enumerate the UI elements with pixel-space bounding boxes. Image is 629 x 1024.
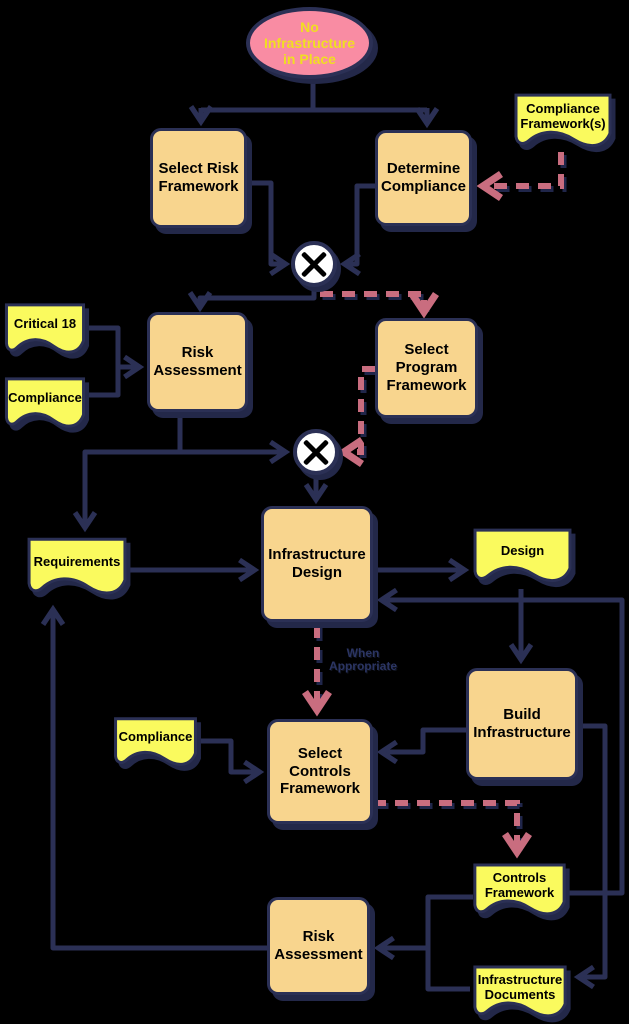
process-infrastructure-design: Infrastructure Design [261, 506, 373, 622]
xor-gateway-2 [293, 429, 339, 475]
document-label: Compliance [118, 729, 193, 745]
process-label: Select Controls Framework [279, 744, 361, 798]
document-shape [472, 862, 567, 922]
document-shape [472, 964, 568, 1024]
document-design: Design [472, 527, 573, 589]
document-requirements: Requirements [26, 536, 128, 602]
process-label: Build Infrastructure [473, 706, 571, 741]
process-label: Select Program Framework [386, 341, 467, 394]
document-shape [472, 527, 573, 589]
document-shape [26, 536, 128, 602]
document-compliance-controls: Compliance [113, 716, 198, 772]
xor-gateway-1 [291, 241, 337, 287]
process-determine-compliance: Determine Compliance [375, 130, 472, 226]
document-shape [4, 376, 86, 434]
document-label: Compliance [8, 390, 82, 406]
document-label: Design [500, 543, 545, 559]
process-label: Risk Assessment [153, 344, 242, 379]
document-shape [513, 92, 613, 154]
process-risk-assessment-2: Risk Assessment [267, 897, 370, 995]
document-shape [4, 302, 86, 360]
document-compliance-risk: Compliance [4, 376, 86, 434]
document-compliance-frameworks: Compliance Framework(s) [513, 92, 613, 154]
start-node-label: No Infrastructure in Place [263, 18, 356, 68]
document-critical-18: Critical 18 [4, 302, 86, 360]
document-shape [113, 716, 198, 772]
process-label: Determine Compliance [381, 160, 467, 195]
process-select-program-framework: Select Program Framework [375, 318, 478, 418]
document-label: Requirements [33, 554, 121, 570]
process-select-controls-framework: Select Controls Framework [267, 719, 373, 824]
process-select-risk-framework: Select Risk Framework [150, 128, 247, 228]
start-node: No Infrastructure in Place [246, 7, 373, 79]
process-build-infrastructure: Build Infrastructure [466, 668, 578, 780]
when-appropriate-annotation: When Appropriate [328, 646, 397, 674]
document-label: Infrastructure Documents [477, 971, 563, 1002]
process-risk-assessment-1: Risk Assessment [147, 312, 248, 412]
process-label: Risk Assessment [274, 928, 363, 963]
process-label: Select Risk Framework [158, 160, 239, 195]
document-label: Controls Framework [484, 869, 555, 900]
document-label: Critical 18 [13, 316, 77, 332]
document-infrastructure-documents: Infrastructure Documents [472, 964, 568, 1024]
document-controls-framework: Controls Framework [472, 862, 567, 922]
process-label: Infrastructure Design [268, 546, 366, 581]
document-label: Compliance Framework(s) [520, 100, 606, 131]
